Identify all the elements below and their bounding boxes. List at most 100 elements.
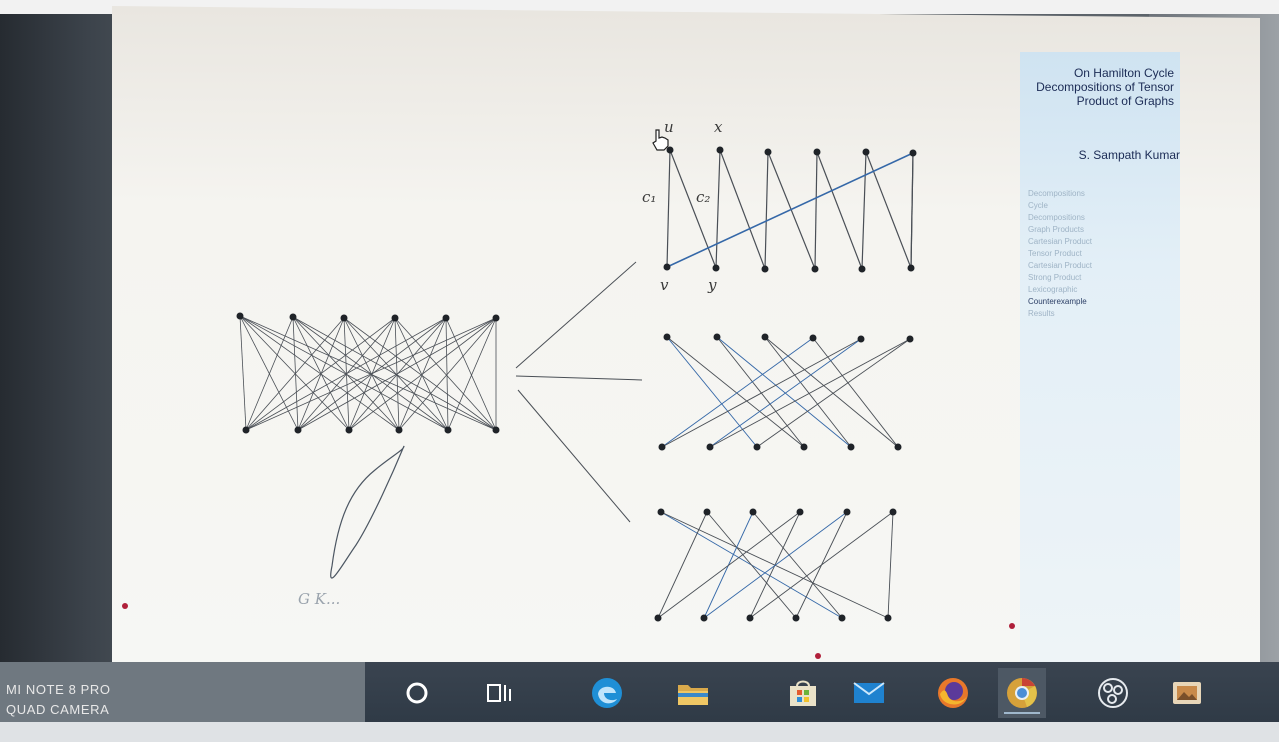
graph-vertex — [289, 313, 297, 321]
image-viewer-icon[interactable] — [1166, 672, 1208, 714]
graph-vertex — [391, 314, 399, 322]
graph-edge — [719, 149, 766, 270]
graph-vertex — [654, 614, 662, 622]
camera-watermark: MI NOTE 8 PRO QUAD CAMERA — [6, 680, 111, 720]
graph-edge — [239, 315, 400, 431]
graph-edge — [666, 336, 805, 448]
vertex-label-v: v — [660, 276, 669, 294]
graph-edge — [447, 317, 497, 431]
sidebar-nav-item[interactable]: Tensor Product — [1028, 249, 1082, 258]
graph-edge — [669, 149, 717, 269]
graph-edge — [814, 151, 818, 270]
active-app-indicator — [1004, 712, 1040, 714]
graph-edge — [245, 317, 345, 431]
graph-vertex — [713, 333, 721, 341]
cortana-icon[interactable] — [396, 672, 438, 714]
graph-edge — [812, 337, 899, 448]
graph-vertex — [889, 508, 897, 516]
sidebar-nav-item[interactable]: Counterexample — [1028, 297, 1087, 306]
graph-edge — [661, 337, 814, 448]
graph-vertex — [857, 335, 865, 343]
connector-line — [515, 375, 643, 381]
file-explorer-icon[interactable] — [672, 672, 714, 714]
graph-edge — [394, 317, 449, 431]
sidebar-nav-item[interactable]: Cartesian Product — [1028, 237, 1093, 246]
graph-vertex — [703, 508, 711, 516]
graph-edge — [245, 317, 497, 431]
graph-vertex — [813, 148, 821, 156]
graph-vertex — [658, 443, 666, 451]
graph-vertex — [761, 333, 769, 341]
graph-vertex — [800, 443, 808, 451]
graph-edge — [239, 315, 350, 431]
graph-vertex — [663, 263, 671, 271]
vertex-label-x: x — [714, 118, 723, 136]
task-view-icon[interactable] — [478, 672, 520, 714]
connector-lines — [515, 261, 643, 523]
graph-vertex — [753, 443, 761, 451]
graph-edge — [715, 149, 721, 269]
sidebar-nav-item[interactable]: Strong Product — [1028, 273, 1082, 282]
graph-edge — [239, 315, 449, 431]
graph-edge — [394, 317, 497, 431]
graph-edge — [716, 336, 805, 448]
graph-edge — [398, 317, 497, 431]
graph-vertex — [492, 426, 500, 434]
graph-edge — [716, 336, 852, 448]
graph-vertex — [906, 335, 914, 343]
graph-vertex — [340, 314, 348, 322]
firefox-icon[interactable] — [932, 672, 974, 714]
complete-bipartite-graph — [236, 312, 500, 434]
graph-edge — [887, 511, 894, 619]
obs-icon[interactable] — [1092, 672, 1134, 714]
mail-icon[interactable] — [848, 672, 890, 714]
slide-author: S. Sampath Kumar — [1078, 148, 1180, 162]
sidebar-nav-item[interactable]: Cartesian Product — [1028, 261, 1093, 270]
graph-vertex — [492, 314, 500, 322]
graph-vertex — [657, 508, 665, 516]
graph-vertex — [862, 148, 870, 156]
graph-edge — [752, 511, 843, 619]
sidebar-nav-item[interactable]: Lexicographic — [1028, 285, 1078, 294]
reflection-dot — [122, 603, 128, 609]
graph-vertex — [884, 614, 892, 622]
graph-vertex — [811, 265, 819, 273]
graph-edge — [292, 316, 400, 431]
graph-vertex — [838, 614, 846, 622]
sidebar-nav-item[interactable]: Decompositions — [1028, 189, 1085, 198]
graph-edge — [764, 336, 899, 448]
graph-edge — [297, 317, 447, 431]
graph-edge — [239, 315, 247, 431]
store-icon[interactable] — [782, 672, 824, 714]
graph-edge — [764, 151, 769, 270]
graph-vertex — [894, 443, 902, 451]
edge-label-c2: c₂ — [696, 188, 711, 206]
chrome-icon[interactable] — [998, 668, 1046, 718]
hamilton-cycle-graph — [663, 146, 917, 273]
graph-vertex — [700, 614, 708, 622]
sidebar-nav-item[interactable]: Decompositions — [1028, 213, 1085, 222]
graph-edge — [666, 336, 758, 448]
graph-edge — [749, 511, 894, 619]
sidebar-nav-item[interactable]: Cycle — [1028, 201, 1049, 210]
graph-edge — [245, 317, 396, 431]
graph-edge — [816, 151, 863, 270]
graph-vertex — [242, 426, 250, 434]
graph-vertex — [345, 426, 353, 434]
graph-edge — [348, 317, 497, 431]
graph-edge — [666, 149, 671, 268]
sidebar-nav-item[interactable]: Graph Products — [1028, 225, 1085, 234]
middle-graph — [658, 333, 914, 451]
hand-drawn-scribble — [330, 445, 405, 579]
graph-vertex — [706, 443, 714, 451]
graph-vertex — [792, 614, 800, 622]
graph-edge — [343, 317, 497, 431]
graph-vertex — [712, 264, 720, 272]
graph-vertex — [858, 265, 866, 273]
graph-edge — [910, 152, 914, 269]
edge-icon[interactable] — [586, 672, 628, 714]
graph-edge — [660, 511, 889, 619]
hand-cursor-icon — [652, 129, 669, 151]
slide-title: On Hamilton Cycle Decompositions of Tens… — [1036, 66, 1174, 108]
sidebar-nav-item[interactable]: Results — [1028, 309, 1055, 318]
